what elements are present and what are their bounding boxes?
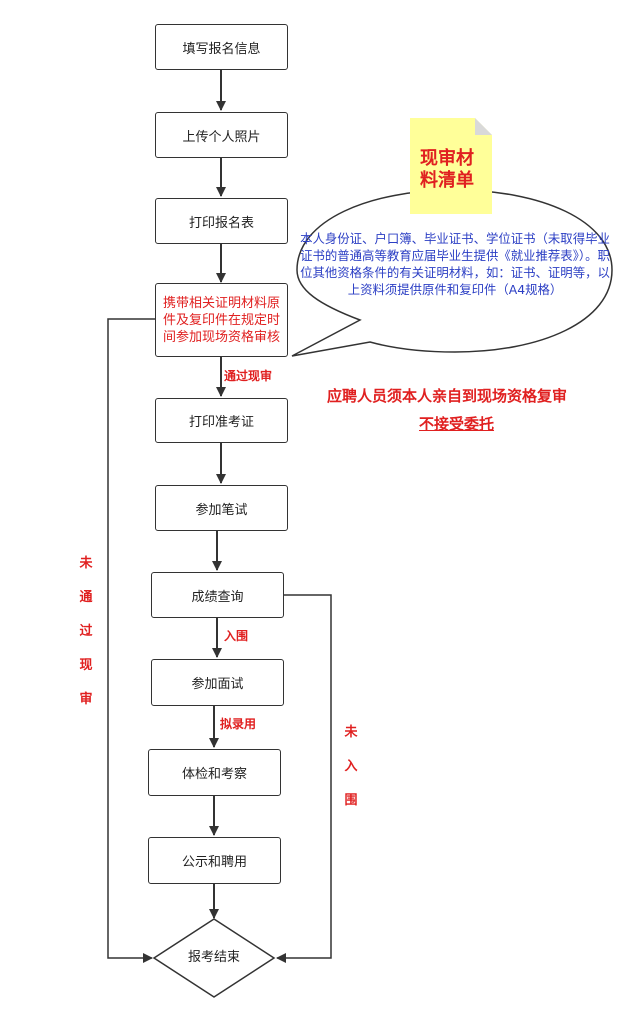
end-diamond <box>152 918 276 998</box>
label-not-shortlisted-char: 围 <box>344 793 358 808</box>
step-written-exam: 参加笔试 <box>155 485 288 531</box>
step-upload-photo: 上传个人照片 <box>155 112 288 158</box>
step-print-ticket: 打印准考证 <box>155 398 288 443</box>
checklist-note-title: 现审材料清单 <box>420 148 474 191</box>
step-score-query-label: 成绩查询 <box>191 589 244 605</box>
label-proposed-hire: 拟录用 <box>220 717 257 731</box>
connector-failed-review <box>107 318 155 963</box>
label-not-shortlisted-char: 未 <box>344 725 358 740</box>
label-failed-review-char: 过 <box>79 624 93 639</box>
notice-no-proxy: 不接受委托 <box>419 415 495 433</box>
label-failed-review-char: 现 <box>79 658 93 673</box>
notice-in-person: 应聘人员须本人亲自到现场资格复审 <box>327 387 568 405</box>
label-not-shortlisted-char: 入 <box>344 759 358 774</box>
end-label: 报考结束 <box>187 950 240 965</box>
checklist-note <box>410 118 492 214</box>
step-fill-info-label: 填写报名信息 <box>182 41 261 57</box>
label-failed-review-char: 通 <box>79 590 93 605</box>
step-fill-info: 填写报名信息 <box>155 24 288 70</box>
speech-bubble <box>291 189 613 357</box>
note-fold <box>475 118 492 135</box>
label-failed-review: 未 通 过 现 审 <box>76 547 96 717</box>
step-announce-hire-label: 公示和聘用 <box>181 855 247 870</box>
step-print-form-label: 打印报名表 <box>188 215 254 231</box>
label-shortlisted: 入围 <box>224 629 249 643</box>
label-failed-review-char: 审 <box>79 692 93 707</box>
label-failed-review-char: 未 <box>79 556 93 571</box>
step-written-exam-label: 参加笔试 <box>195 502 248 518</box>
connector-not-shortlisted <box>276 594 332 963</box>
step-print-ticket-label: 打印准考证 <box>188 415 254 430</box>
step-onsite-review-label: 携带相关证明材料原件及复印件在规定时间参加现场资格审核 <box>162 295 280 345</box>
step-score-query: 成绩查询 <box>151 572 284 618</box>
label-pass-review: 通过现审 <box>224 369 273 383</box>
step-onsite-review: 携带相关证明材料原件及复印件在规定时间参加现场资格审核 <box>155 283 288 357</box>
label-not-shortlisted: 未 入 围 <box>341 716 361 818</box>
step-upload-photo-label: 上传个人照片 <box>182 129 261 145</box>
speech-bubble-content: 本人身份证、户口簿、毕业证书、学位证书（未取得毕业证书的普通高等教育应届毕业生提… <box>300 231 610 297</box>
step-physical-exam-label: 体检和考察 <box>181 767 247 782</box>
step-print-form: 打印报名表 <box>155 198 288 244</box>
step-interview: 参加面试 <box>151 659 284 706</box>
step-physical-exam: 体检和考察 <box>148 749 281 796</box>
step-announce-hire: 公示和聘用 <box>148 837 281 884</box>
step-interview-label: 参加面试 <box>191 677 244 692</box>
